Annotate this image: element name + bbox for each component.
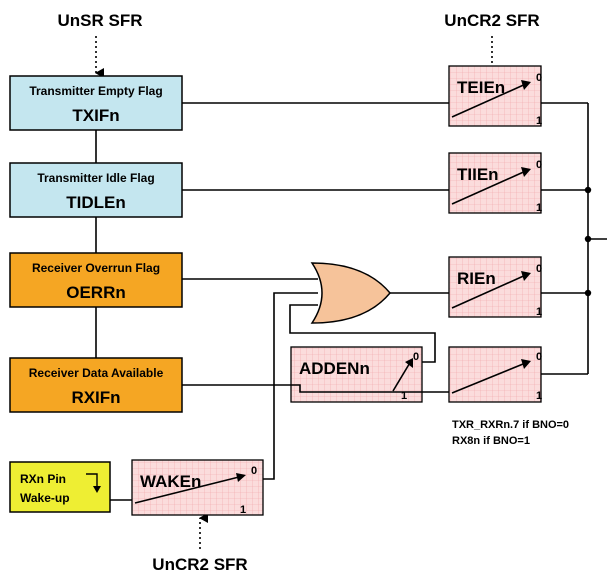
txif-flag-title: Transmitter Empty Flag bbox=[29, 84, 162, 98]
adden-switch-one: 1 bbox=[401, 390, 407, 402]
adden-switch: ADDENn 0 1 bbox=[290, 346, 423, 403]
unsr-sfr-label: UnSR SFR bbox=[58, 11, 143, 30]
tidle-flag-title: Transmitter Idle Flag bbox=[37, 171, 154, 185]
wakeup-line2: Wake-up bbox=[20, 491, 70, 505]
oerr-flag-name: OERRn bbox=[66, 283, 126, 302]
oerr-flag-title: Receiver Overrun Flag bbox=[32, 261, 160, 275]
junction-tiie bbox=[584, 186, 592, 194]
wire-rxif-to-adden bbox=[182, 384, 422, 393]
txif-flag-box: Transmitter Empty Flag TXIFn bbox=[9, 75, 183, 131]
tiie-switch: TIIEn 0 1 bbox=[448, 152, 542, 214]
bno-switch-zero: 0 bbox=[536, 351, 542, 363]
bno-switch: 0 1 bbox=[448, 346, 542, 403]
tidle-flag-box: Transmitter Idle Flag TIDLEn bbox=[9, 162, 183, 218]
waken-switch-label: WAKEn bbox=[140, 472, 201, 491]
rie-switch-one: 1 bbox=[536, 306, 542, 318]
wire-adden-feedback bbox=[289, 304, 436, 363]
adden-switch-label: ADDENn bbox=[299, 359, 370, 378]
tiie-switch-zero: 0 bbox=[536, 159, 542, 171]
teie-switch-one: 1 bbox=[536, 115, 542, 127]
waken-switch-one: 1 bbox=[240, 504, 246, 516]
rie-switch-zero: 0 bbox=[536, 263, 542, 275]
rxif-flag-name: RXIFn bbox=[71, 388, 120, 407]
waken-switch: WAKEn 0 1 bbox=[131, 459, 264, 516]
uncr2-sfr-top-label: UnCR2 SFR bbox=[444, 11, 539, 30]
rxn-wakeup-box: RXn Pin Wake-up bbox=[9, 461, 111, 513]
wakeup-step-arrow-icon bbox=[86, 473, 98, 490]
junction-rie bbox=[584, 289, 592, 297]
bno-note-line2: RX8n if BNO=1 bbox=[452, 435, 530, 447]
or-gate bbox=[310, 262, 391, 324]
bno-switch-one: 1 bbox=[536, 390, 542, 402]
oerr-flag-box: Receiver Overrun Flag OERRn bbox=[9, 252, 183, 308]
tidle-flag-name: TIDLEn bbox=[66, 193, 126, 212]
tiie-switch-label: TIIEn bbox=[457, 165, 499, 184]
txif-flag-name: TXIFn bbox=[72, 106, 119, 125]
wakeup-line1: RXn Pin bbox=[20, 472, 66, 486]
tiie-switch-one: 1 bbox=[536, 202, 542, 214]
rxif-flag-box: Receiver Data Available RXIFn bbox=[9, 357, 183, 413]
rie-switch: RIEn 0 1 bbox=[448, 256, 542, 318]
bno-note-line1: TXR_RXRn.7 if BNO=0 bbox=[452, 419, 569, 431]
uncr2-sfr-bottom-label: UnCR2 SFR bbox=[152, 555, 247, 574]
adden-switch-zero: 0 bbox=[413, 351, 419, 363]
wire-waken-to-or bbox=[263, 292, 318, 480]
teie-switch-label: TEIEn bbox=[457, 78, 505, 97]
junction-output bbox=[584, 235, 592, 243]
rie-switch-label: RIEn bbox=[457, 269, 496, 288]
teie-switch-zero: 0 bbox=[536, 72, 542, 84]
teie-switch: TEIEn 0 1 bbox=[448, 65, 542, 127]
rxif-flag-title: Receiver Data Available bbox=[29, 366, 164, 380]
waken-switch-zero: 0 bbox=[251, 465, 257, 477]
